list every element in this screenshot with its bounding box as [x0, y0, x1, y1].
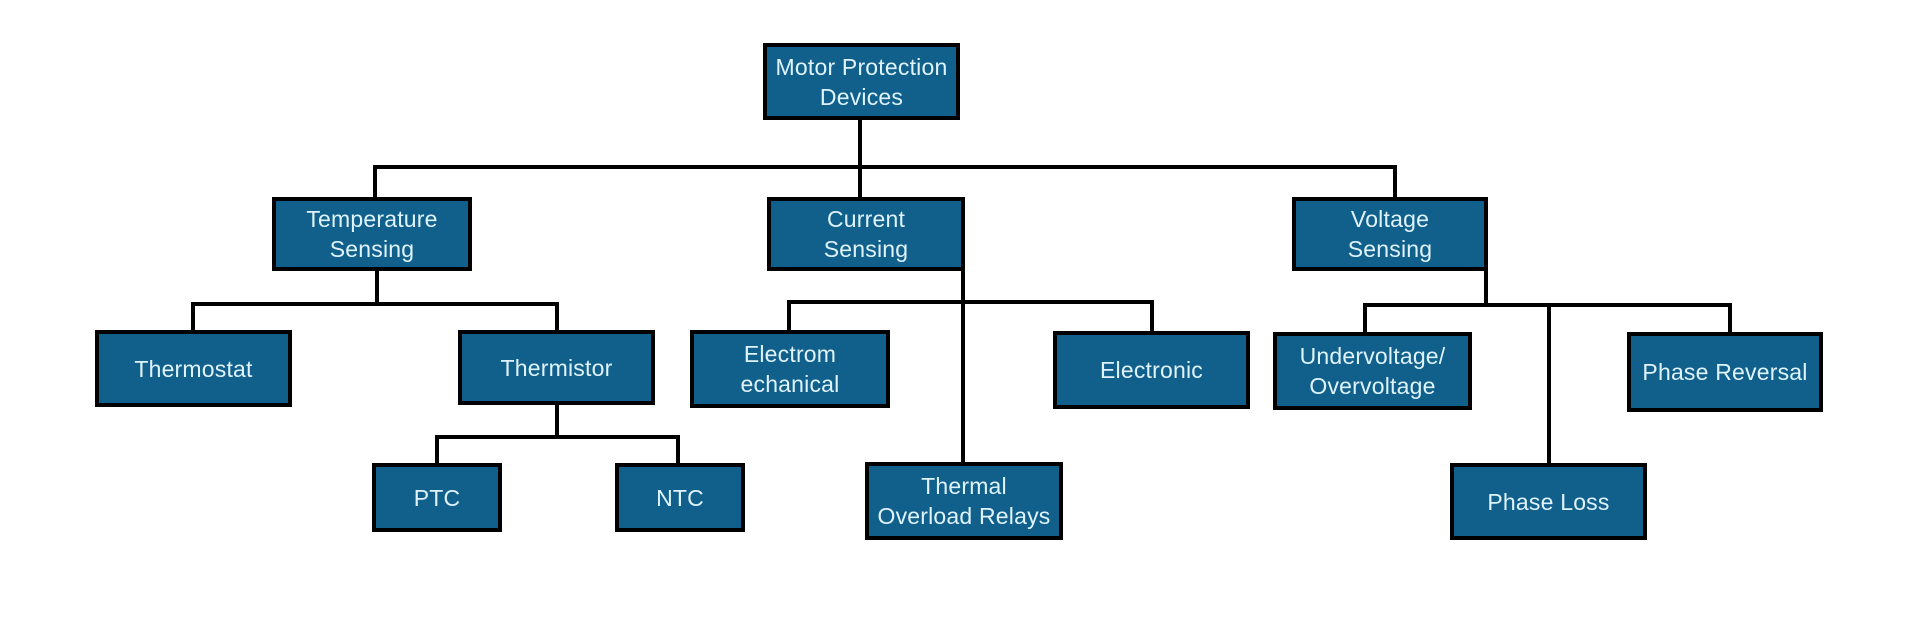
node-electronic: Electronic	[1053, 331, 1250, 409]
node-thermistor: Thermistor	[458, 330, 655, 405]
connector-line	[191, 302, 195, 334]
connector-line	[787, 300, 1154, 304]
node-voltage-sensing: Voltage Sensing	[1292, 197, 1488, 271]
connector-line	[787, 300, 791, 334]
node-ptc: PTC	[372, 463, 502, 532]
node-temperature-sensing: Temperature Sensing	[272, 197, 472, 271]
connector-line	[1728, 303, 1732, 336]
connector-line	[961, 269, 965, 466]
connector-line	[373, 165, 377, 199]
connector-line	[375, 269, 379, 306]
connector-line	[1363, 303, 1367, 336]
connector-line	[555, 302, 559, 334]
node-thermostat: Thermostat	[95, 330, 292, 407]
connector-line	[1484, 269, 1488, 307]
node-phase-reversal: Phase Reversal	[1627, 332, 1823, 412]
node-ntc: NTC	[615, 463, 745, 532]
node-phase-loss: Phase Loss	[1450, 463, 1647, 540]
node-electromechanical: Electrom echanical	[690, 330, 890, 408]
connector-line	[1150, 300, 1154, 335]
node-motor-protection-devices: Motor Protection Devices	[763, 43, 960, 120]
connector-line	[435, 435, 439, 467]
node-thermal-overload-relays: Thermal Overload Relays	[865, 462, 1063, 540]
connector-line	[1393, 165, 1397, 199]
connector-line	[676, 435, 680, 467]
connector-line	[1547, 303, 1551, 467]
connector-line	[435, 435, 680, 439]
connector-line	[555, 403, 559, 439]
node-undervoltage-overvoltage: Undervoltage/ Overvoltage	[1273, 332, 1472, 410]
connector-line	[373, 165, 1397, 169]
connector-line	[191, 302, 559, 306]
connector-line	[858, 116, 862, 199]
node-current-sensing: Current Sensing	[767, 197, 965, 271]
